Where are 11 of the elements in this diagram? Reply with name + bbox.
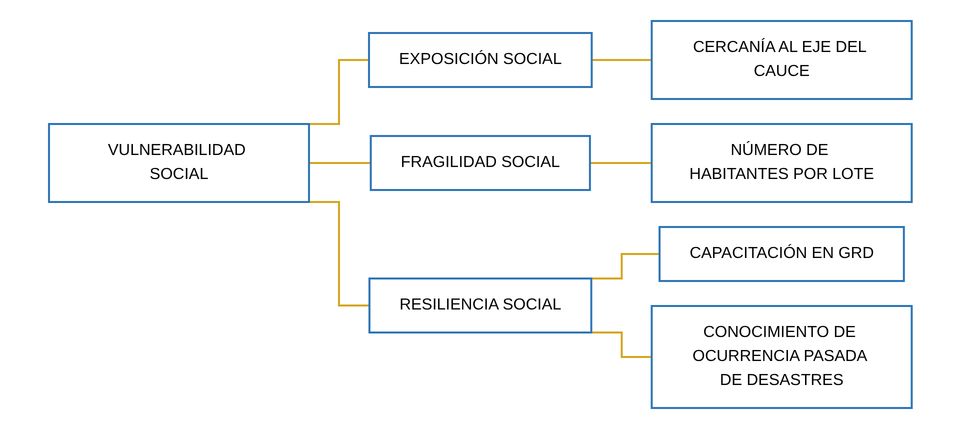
node-box: RESILIENCIA SOCIAL <box>368 277 592 333</box>
connector <box>590 162 652 164</box>
connector <box>591 58 652 60</box>
node-box: NÚMERO DE HABITANTES POR LOTE <box>650 122 912 202</box>
connector <box>308 162 372 164</box>
node-box: EXPOSICIÓN SOCIAL <box>368 32 592 88</box>
node-box: FRAGILIDAD SOCIAL <box>369 134 591 190</box>
node-box: CERCANÍA AL EJE DEL CAUCE <box>650 20 912 100</box>
node-box: CONOCIMIENTO DE OCURRENCIA PASADA DE DESASTRES <box>650 304 912 408</box>
node-box: CAPACITACIÓN EN GRD <box>658 226 905 282</box>
node-box: VULNERABILIDAD SOCIAL <box>48 122 310 202</box>
